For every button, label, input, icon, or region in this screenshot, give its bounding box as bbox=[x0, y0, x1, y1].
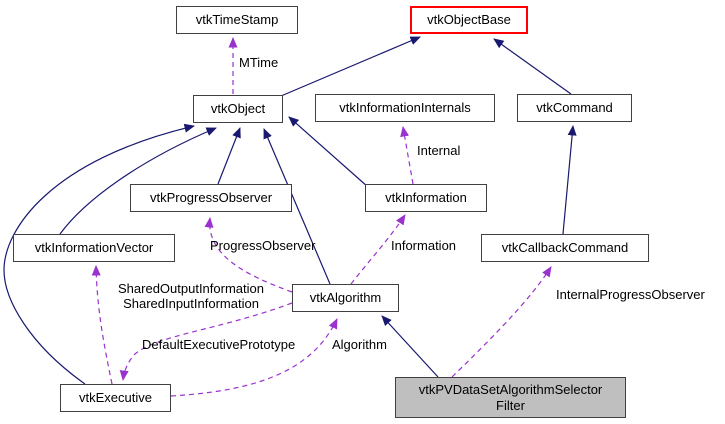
edge-vtkprogressobserver-to-vtkobject bbox=[217, 127, 241, 185]
edge-vtkobject-to-vtkobjectbase bbox=[280, 36, 421, 97]
edge-internal bbox=[400, 126, 414, 185]
edge-defaultexecutiveprototype-member bbox=[119, 302, 293, 381]
node-vtkexecutive[interactable]: vtkExecutive bbox=[60, 384, 171, 412]
edge-internalprogressobserver-member bbox=[451, 266, 552, 378]
edge-label-internalprogressobserver: InternalProgressObserver bbox=[556, 287, 705, 302]
edge-label-algorithm: Algorithm bbox=[332, 337, 387, 352]
edge-label-defaultexecutiveprototype: DefaultExecutivePrototype bbox=[142, 337, 296, 352]
node-vtktimestamp[interactable]: vtkTimeStamp bbox=[176, 6, 298, 34]
edge-sharedinformation-member bbox=[91, 265, 113, 385]
edge-vtkcallbackcommand-to-vtkcommand bbox=[562, 125, 577, 235]
edge-label-sharedinformation: SharedOutputInformation SharedInputInfor… bbox=[100, 281, 282, 311]
edge-vtkcommand-to-vtkobjectbase bbox=[493, 38, 572, 95]
edge-filter-to-vtkalgorithm bbox=[381, 315, 439, 378]
node-vtkobjectbase[interactable]: vtkObjectBase bbox=[410, 6, 528, 34]
edge-label-progressobserver: ProgressObserver bbox=[210, 238, 316, 253]
edge-vtkinformationvector-to-vtkobject bbox=[59, 127, 217, 235]
edge-label-sharedinputinformation: SharedInputInformation bbox=[123, 296, 259, 311]
node-vtkpvdatasetalgorithmselectorfilter: vtkPVDataSetAlgorithmSelector Filter bbox=[395, 377, 626, 418]
node-vtkobject[interactable]: vtkObject bbox=[193, 95, 283, 123]
filter-label-line1: vtkPVDataSetAlgorithmSelector bbox=[418, 381, 603, 397]
edge-label-sharedoutputinformation: SharedOutputInformation bbox=[118, 281, 264, 296]
edge-algorithm-member bbox=[170, 318, 338, 397]
edge-label-internal: Internal bbox=[417, 143, 461, 158]
filter-label-line2: Filter bbox=[496, 397, 525, 413]
edge-vtkinformation-to-vtkobject bbox=[288, 116, 369, 188]
node-vtkcommand[interactable]: vtkCommand bbox=[517, 94, 632, 122]
node-vtkinformation[interactable]: vtkInformation bbox=[365, 184, 487, 212]
node-vtkcallbackcommand[interactable]: vtkCallbackCommand bbox=[481, 234, 649, 262]
node-vtkalgorithm[interactable]: vtkAlgorithm bbox=[292, 284, 399, 312]
edge-progressobserver-member bbox=[204, 217, 293, 293]
node-vtkprogressobserver[interactable]: vtkProgressObserver bbox=[130, 184, 292, 212]
edge-vtkexecutive-to-vtkobject bbox=[3, 123, 195, 385]
edge-label-information: Information bbox=[391, 238, 457, 253]
node-vtkinformationvector[interactable]: vtkInformationVector bbox=[13, 234, 175, 262]
edge-vtkalgorithm-to-vtkobject bbox=[263, 128, 331, 285]
node-vtkinformationinternals[interactable]: vtkInformationInternals bbox=[315, 94, 495, 122]
edge-label-mtime: MTime bbox=[239, 55, 279, 70]
